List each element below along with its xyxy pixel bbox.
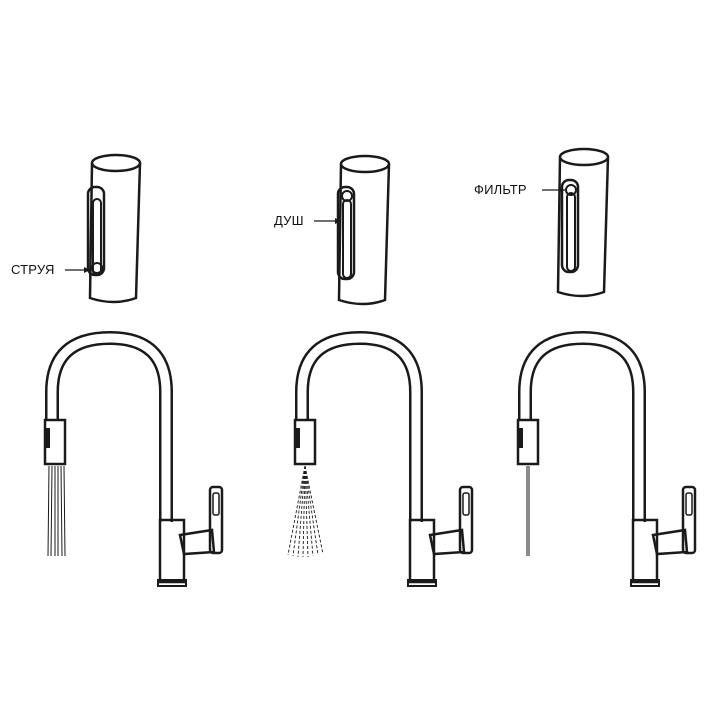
faucet-handle (208, 485, 224, 555)
panel-jet (43, 153, 224, 587)
mode-switch-slider (92, 198, 102, 276)
spray-head-jet (86, 153, 142, 304)
spray-thin-filter (526, 466, 530, 556)
spray-fan-shower (287, 465, 324, 558)
faucet-base (157, 579, 187, 587)
label-filter: ФИЛЬТР (474, 182, 527, 197)
pointer-jet (65, 267, 90, 273)
panel-shower (287, 154, 474, 587)
spray-head-body (88, 162, 142, 304)
spray-head-top (90, 153, 142, 173)
faucet-shower (293, 331, 474, 587)
label-jet: СТРУЯ (11, 262, 55, 277)
panel-filter (516, 147, 697, 587)
pointer-shower (314, 218, 341, 224)
pointer-filter (542, 187, 565, 193)
mode-switch-button (565, 184, 577, 196)
spray-stream-jet (47, 465, 66, 557)
spray-head-filter (556, 147, 610, 298)
label-shower: ДУШ (274, 213, 304, 228)
faucet-filter (516, 331, 697, 587)
faucet-body (158, 518, 186, 584)
faucet-jet (43, 331, 224, 587)
spray-head-shower (336, 154, 391, 306)
mode-switch-button (341, 190, 353, 202)
mode-switch-button (91, 262, 103, 274)
